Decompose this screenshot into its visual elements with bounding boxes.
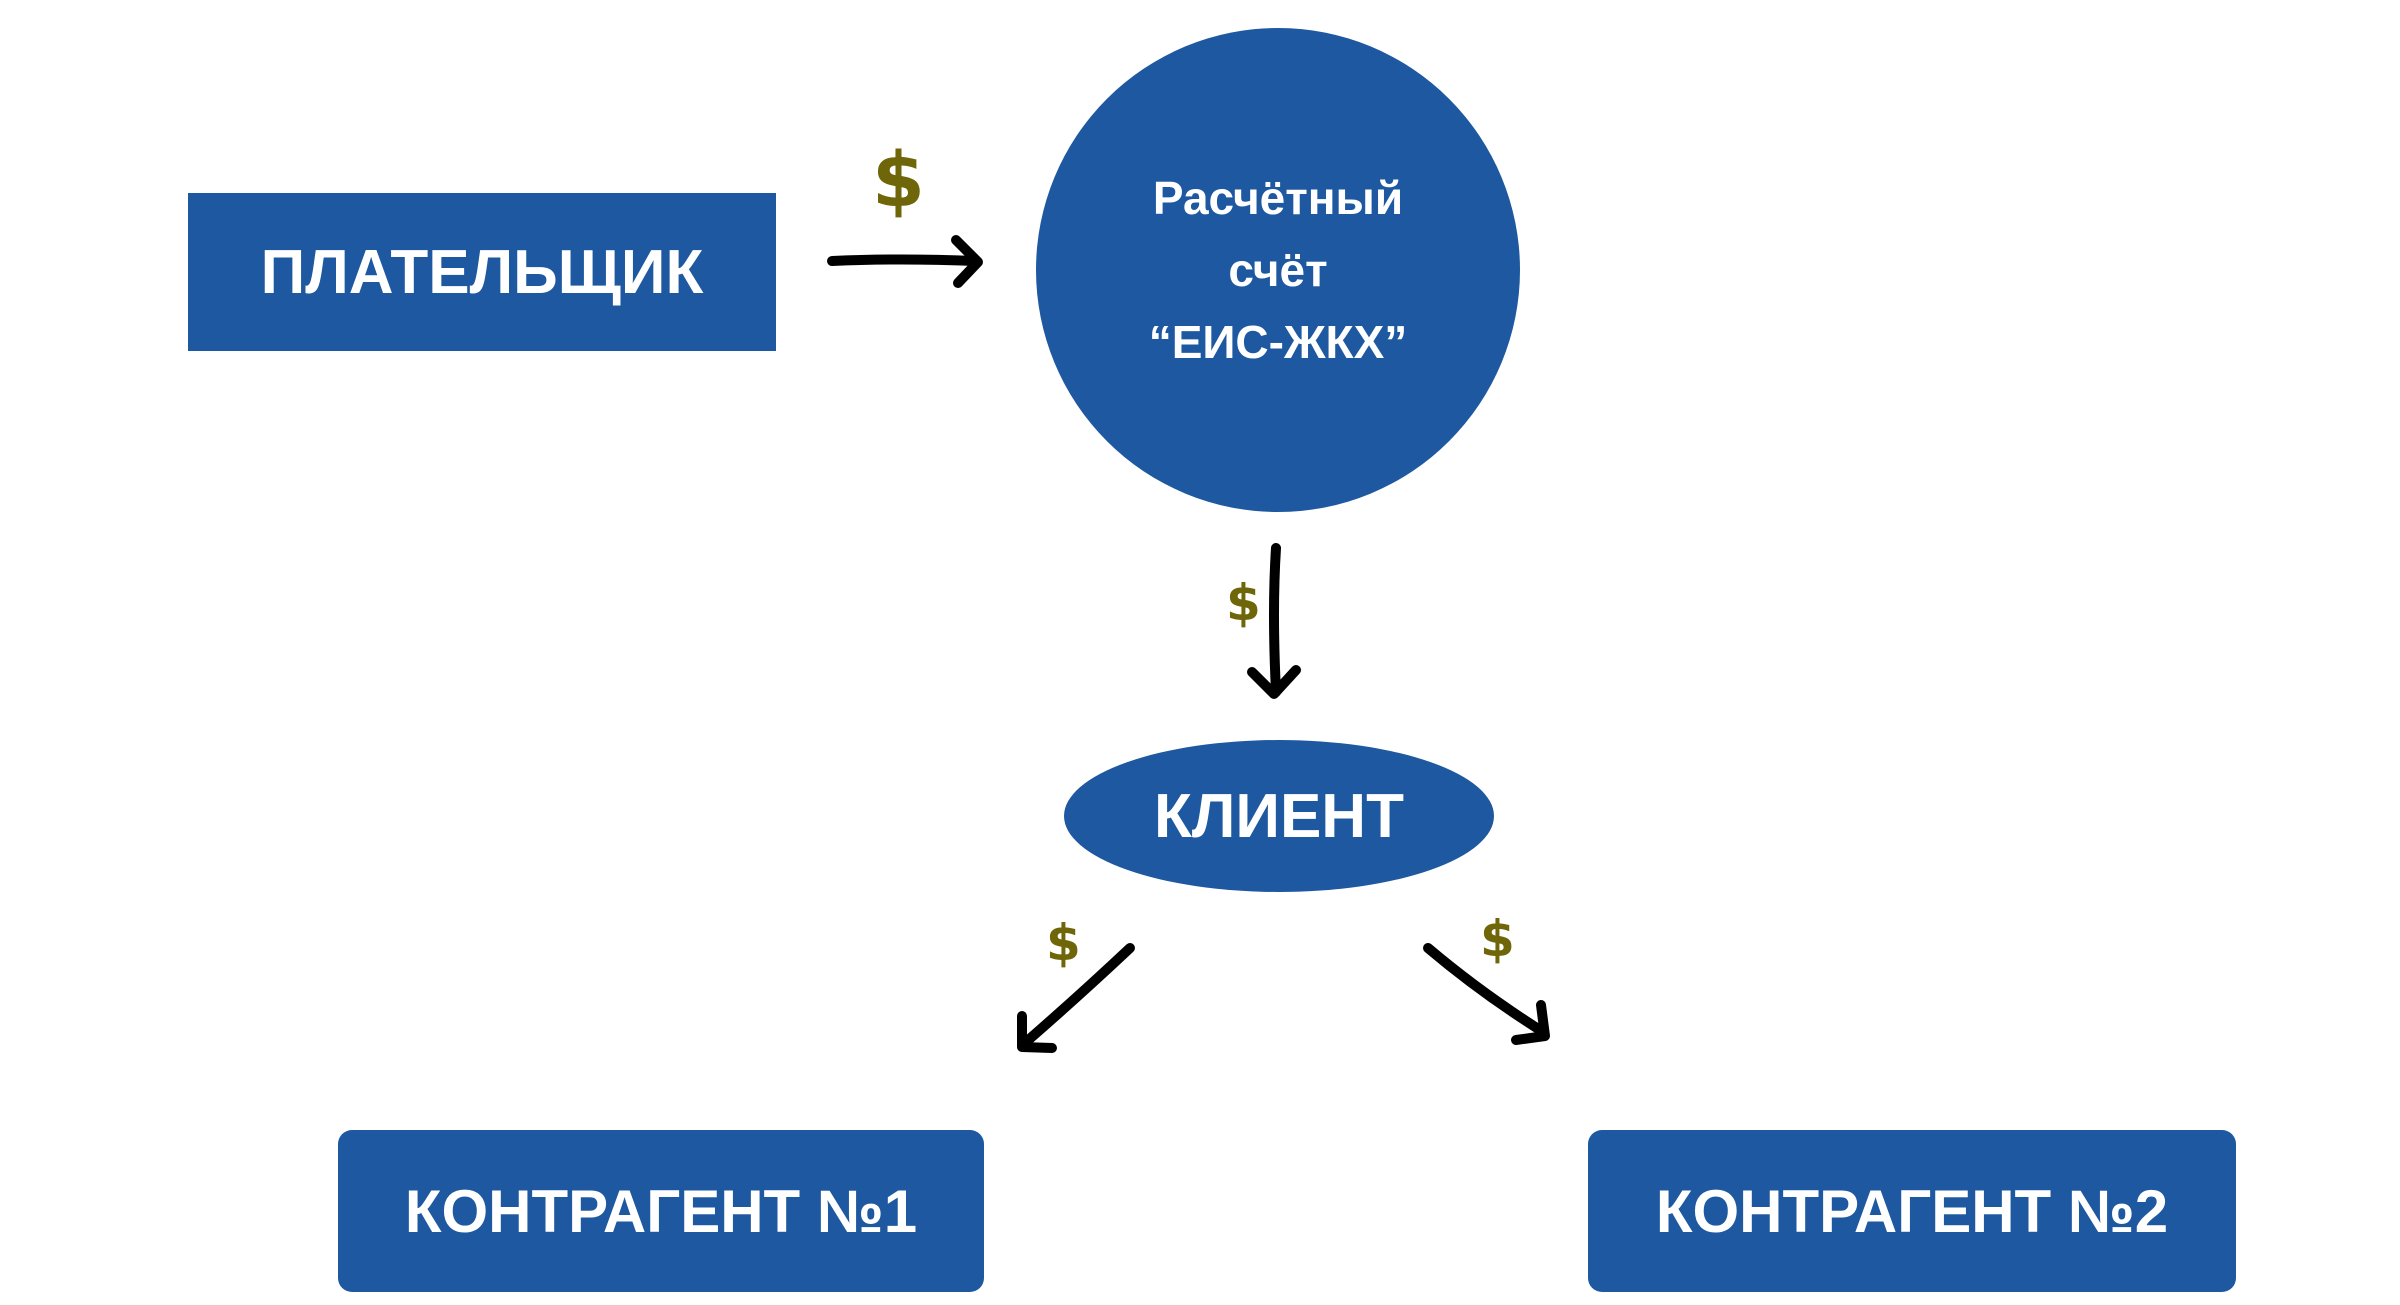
payer-node: ПЛАТЕЛЬЩИК: [188, 193, 776, 351]
client-label: КЛИЕНТ: [1154, 781, 1404, 851]
payer-label: ПЛАТЕЛЬЩИК: [260, 237, 704, 307]
arrow-client-to-contractor1: [1017, 943, 1135, 1053]
arrow-payer-to-account: [827, 235, 983, 288]
arrow-account-to-client: [1247, 543, 1301, 699]
contractor-1-label: КОНТРАГЕНТ №1: [404, 1177, 918, 1245]
contractor-1-node: КОНТРАГЕНТ №1: [338, 1130, 984, 1292]
account-label-line3: “ЕИС-ЖКХ”: [1148, 316, 1408, 368]
dollar-sign-account-to-client: $: [1226, 574, 1261, 632]
contractor-2-node: КОНТРАГЕНТ №2: [1588, 1130, 2236, 1292]
dollar-sign-payer-to-account: $: [872, 135, 925, 224]
settlement-account-node: Расчётный счёт “ЕИС-ЖКХ”: [1036, 28, 1520, 512]
account-label-line1: Расчётный: [1152, 172, 1404, 224]
contractor-2-label: КОНТРАГЕНТ №2: [1655, 1177, 2169, 1245]
arrow-client-to-contractor2: [1423, 943, 1550, 1045]
dollar-sign-client-to-contractor-2: $: [1480, 910, 1515, 968]
client-node: КЛИЕНТ: [1064, 740, 1494, 892]
account-label-line2: счёт: [1228, 244, 1328, 296]
dollar-sign-client-to-contractor-1: $: [1046, 914, 1081, 972]
